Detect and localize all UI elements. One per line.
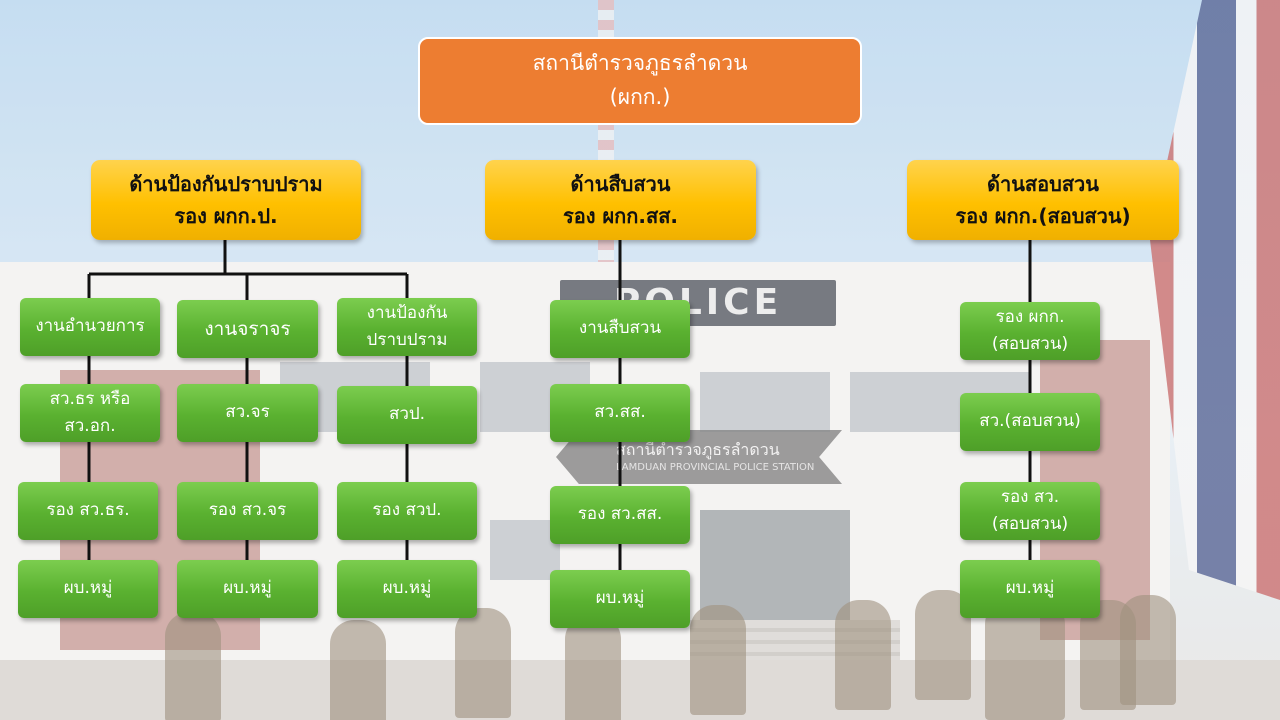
unit-inquiry-deputy-inspector: รอง สว.(สอบสวน)	[960, 482, 1100, 540]
unit-label: รอง สวป.	[372, 500, 442, 521]
unit-label: ผบ.หมู่	[595, 588, 645, 609]
unit-inquiry-inspector: สว.(สอบสวน)	[960, 393, 1100, 451]
station-head-subtitle: (ผกก.)	[609, 85, 671, 109]
unit-inquiry-deputy-superintendent: รอง ผกก.(สอบสวน)	[960, 302, 1100, 360]
unit-inquiry-squad-leader: ผบ.หมู่	[960, 560, 1100, 618]
unit-admin: งานอำนวยการ	[20, 298, 160, 356]
unit-label: รอง สว.สส.	[577, 504, 663, 525]
dept-subtitle: รอง ผกก.(สอบสวน)	[955, 204, 1131, 228]
station-sign-english-text: LAMDUAN PROVINCIAL POLICE STATION	[616, 462, 815, 473]
unit-traffic-squad-leader: ผบ.หมู่	[177, 560, 318, 618]
unit-admin-deputy-inspector: รอง สว.ธร.	[18, 482, 158, 540]
unit-suppression: งานป้องกัน ปราบปราม	[337, 298, 477, 356]
officer-figure	[165, 612, 221, 720]
officer-figure	[835, 600, 891, 710]
officer-figure	[455, 608, 511, 718]
dept-box-investigation: ด้านสืบสวน รอง ผกก.สส.	[485, 160, 756, 240]
station-head-title: สถานีตำรวจภูธรลำดวน	[532, 51, 748, 76]
station-sign-thai-text: สถานีตำรวจภูธรลำดวน	[616, 440, 780, 459]
unit-investigation-inspector: สว.สส.	[550, 384, 690, 442]
dept-subtitle: รอง ผกก.ป.	[174, 204, 278, 228]
unit-label: ผบ.หมู่	[223, 578, 272, 599]
unit-label: สว.ธร หรือ สว.อก.	[49, 388, 131, 436]
unit-investigation: งานสืบสวน	[550, 300, 690, 358]
unit-traffic-deputy-inspector: รอง สว.จร	[177, 482, 318, 540]
unit-label: สว.จร	[225, 402, 270, 423]
unit-label: รอง ผกก.(สอบสวน)	[991, 306, 1069, 354]
unit-label: งานจราจร	[204, 317, 291, 340]
unit-investigation-squad-leader: ผบ.หมู่	[550, 570, 690, 628]
unit-investigation-deputy-inspector: รอง สว.สส.	[550, 486, 690, 544]
unit-label: สว.(สอบสวน)	[979, 411, 1081, 432]
unit-label: งานอำนวยการ	[35, 316, 145, 337]
unit-label: รอง สว.จร	[208, 500, 287, 521]
officer-figure	[985, 600, 1065, 720]
unit-label: งานป้องกัน ปราบปราม	[366, 302, 448, 350]
dept-title: ด้านสืบสวน	[570, 172, 671, 196]
officer-figure	[1120, 595, 1176, 705]
officer-figure	[330, 620, 386, 720]
window	[700, 372, 830, 432]
unit-label: ผบ.หมู่	[1005, 578, 1055, 599]
unit-traffic: งานจราจร	[177, 300, 318, 358]
unit-traffic-inspector: สว.จร	[177, 384, 318, 442]
unit-suppression-inspector: สวป.	[337, 386, 477, 444]
dept-box-prevention: ด้านป้องกันปราบปราม รอง ผกก.ป.	[91, 160, 361, 240]
unit-label: รอง สว.(สอบสวน)	[991, 486, 1069, 534]
unit-suppression-squad-leader: ผบ.หมู่	[337, 560, 477, 618]
unit-admin-inspector: สว.ธร หรือ สว.อก.	[20, 384, 160, 442]
unit-label: งานสืบสวน	[578, 318, 662, 339]
dept-subtitle: รอง ผกก.สส.	[562, 204, 679, 228]
dept-title: ด้านสอบสวน	[987, 172, 1099, 196]
unit-suppression-deputy-inspector: รอง สวป.	[337, 482, 477, 540]
dept-title: ด้านป้องกันปราบปราม	[129, 172, 323, 196]
unit-label: ผบ.หมู่	[63, 578, 113, 599]
unit-label: สว.สส.	[594, 402, 646, 423]
dept-box-inquiry: ด้านสอบสวน รอง ผกก.(สอบสวน)	[907, 160, 1179, 240]
unit-label: รอง สว.ธร.	[46, 500, 130, 521]
unit-label: ผบ.หมู่	[382, 578, 432, 599]
officer-figure	[565, 615, 621, 720]
unit-label: สวป.	[388, 404, 426, 425]
unit-admin-squad-leader: ผบ.หมู่	[18, 560, 158, 618]
window	[490, 520, 560, 580]
officer-figure	[690, 605, 746, 715]
station-head-box: สถานีตำรวจภูธรลำดวน (ผกก.)	[418, 37, 862, 125]
